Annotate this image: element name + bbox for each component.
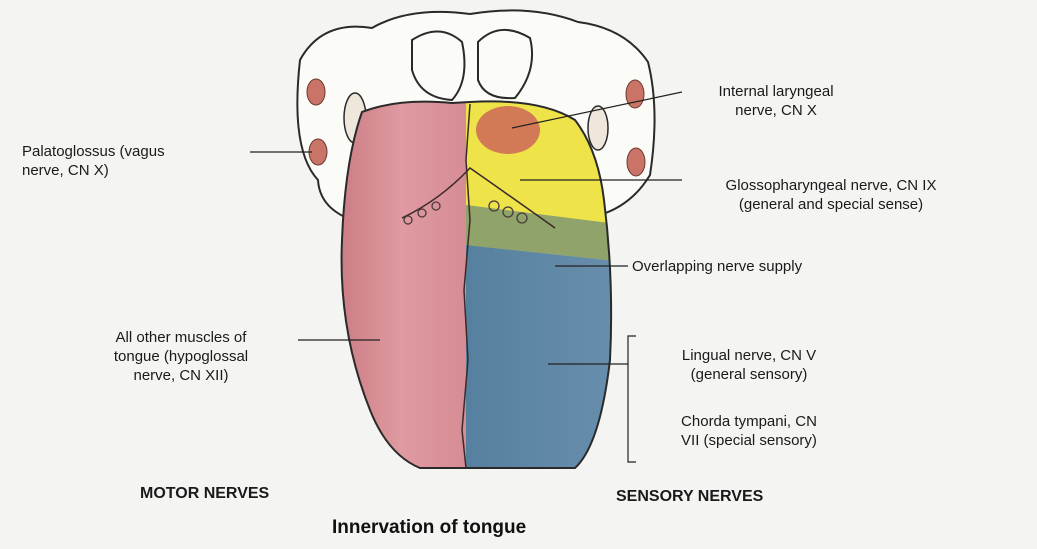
- label-chorda-tympani: Chorda tympani, CN VII (special sensory): [644, 412, 854, 450]
- heading-sensory-nerves: SENSORY NERVES: [616, 487, 763, 506]
- lingual-region: [466, 245, 626, 480]
- palatoglossus-right-lower: [627, 148, 645, 176]
- label-lingual: Lingual nerve, CN V (general sensory): [644, 346, 854, 384]
- diagram-title: Innervation of tongue: [332, 518, 526, 537]
- palatoglossus-left-upper: [307, 79, 325, 105]
- label-other-muscles: All other muscles of tongue (hypoglossal…: [70, 328, 292, 385]
- sensory-bracket: [628, 336, 636, 462]
- right-tonsil: [588, 106, 608, 150]
- label-palatoglossus: Palatoglossus (vagus nerve, CN X): [22, 142, 165, 180]
- label-internal-laryngeal: Internal laryngeal nerve, CN X: [686, 82, 866, 120]
- heading-motor-nerves: MOTOR NERVES: [140, 484, 269, 503]
- label-overlapping: Overlapping nerve supply: [632, 257, 802, 276]
- internal-laryngeal-region: [476, 106, 540, 154]
- label-glossopharyngeal: Glossopharyngeal nerve, CN IX (general a…: [686, 176, 976, 214]
